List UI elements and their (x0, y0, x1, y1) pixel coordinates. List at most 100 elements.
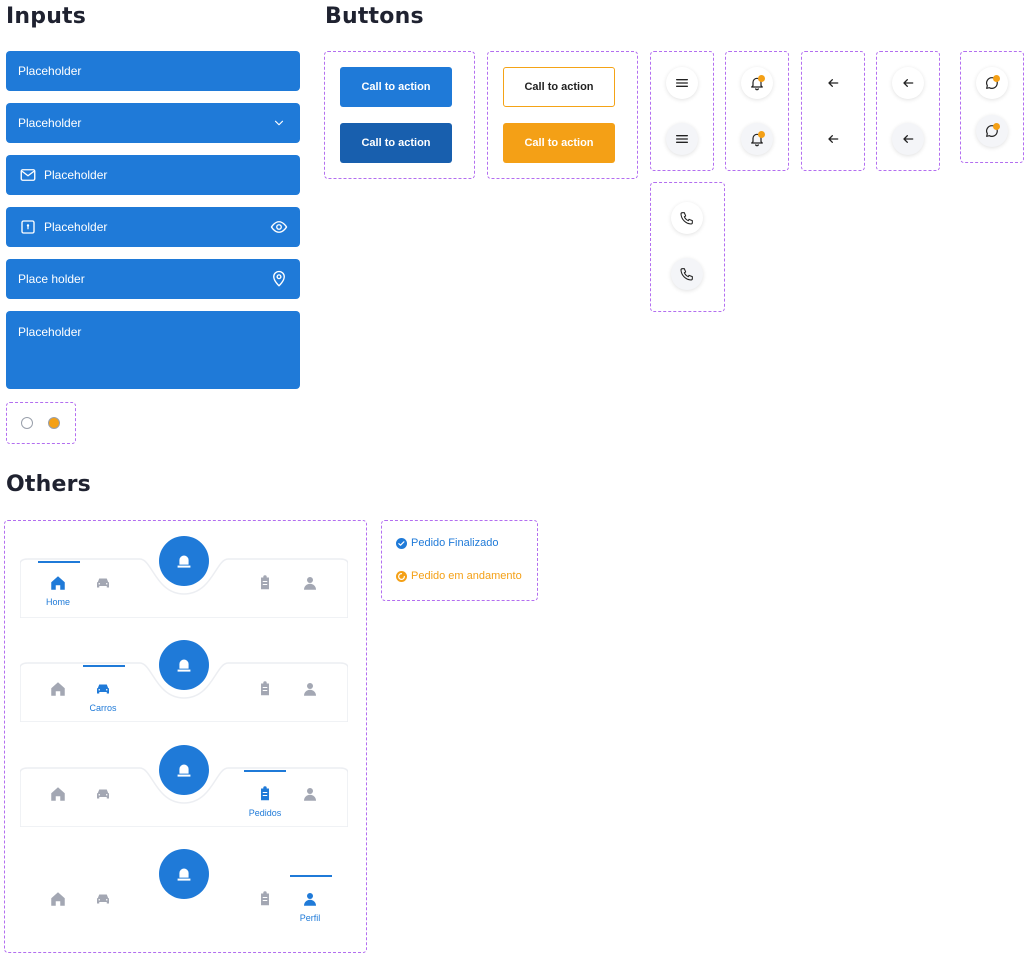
back-flat-frame (801, 51, 865, 171)
phone-buttons-frame (650, 182, 725, 312)
nav-active-indicator (290, 875, 332, 877)
nav-active-indicator (38, 561, 80, 563)
status-done-label: Pedido Finalizado (411, 537, 499, 549)
nav-active-indicator (244, 770, 286, 772)
clipboard-icon (259, 574, 271, 591)
password-input[interactable]: Placeholder (6, 207, 300, 247)
bottom-nav-profile-active: Perfil (20, 870, 348, 932)
secondary-buttons-frame (487, 51, 638, 179)
arrow-left-icon (828, 79, 839, 87)
outline-button[interactable]: Call to action (503, 67, 615, 107)
nav-home-label: Home (45, 597, 70, 607)
back-button-pressed[interactable] (892, 123, 924, 155)
nav-active-indicator (83, 665, 125, 667)
menu-button[interactable] (666, 67, 698, 99)
emergency-fab[interactable] (159, 640, 209, 690)
user-icon (304, 683, 316, 696)
nav-cars[interactable] (81, 785, 125, 803)
nav-profile[interactable] (288, 680, 332, 698)
status-in-progress-label: Pedido em andamento (411, 570, 522, 582)
menu-icon (676, 79, 688, 87)
location-pin-icon (273, 270, 285, 287)
nav-cars[interactable] (81, 890, 125, 908)
car-icon (97, 684, 109, 694)
secondary-button[interactable]: Call to action (503, 123, 615, 163)
clipboard-icon (259, 680, 271, 697)
nav-profile[interactable] (288, 785, 332, 803)
phone-button-pressed[interactable] (671, 258, 703, 290)
back-button-flat-pressed[interactable] (817, 123, 849, 155)
notification-button[interactable] (741, 67, 773, 99)
nav-home[interactable]: Home (36, 574, 80, 607)
back-button[interactable] (892, 67, 924, 99)
lock-icon (21, 220, 35, 234)
chat-badge (993, 75, 1000, 82)
password-placeholder: Placeholder (44, 220, 108, 234)
chat-button[interactable] (976, 67, 1008, 99)
menu-button-pressed[interactable] (666, 123, 698, 155)
email-input[interactable]: Placeholder (6, 155, 300, 195)
nav-profile[interactable]: Perfil (288, 890, 332, 923)
inputs-section-title: Inputs (6, 4, 87, 29)
phone-icon (680, 212, 693, 225)
nav-background (20, 558, 348, 618)
progress-icon (396, 570, 407, 582)
arrow-left-icon (903, 79, 914, 87)
user-icon (304, 893, 316, 906)
primary-button-pressed[interactable]: Call to action (340, 123, 452, 163)
user-icon (304, 788, 316, 801)
emergency-fab[interactable] (159, 536, 209, 586)
nav-cars[interactable] (81, 574, 125, 592)
bottom-nav-cars-active: Carros (20, 660, 348, 722)
check-circle-icon (396, 537, 407, 549)
nav-cars[interactable]: Carros (81, 680, 125, 713)
nav-profile[interactable] (288, 574, 332, 592)
location-input[interactable]: Place holder (6, 259, 300, 299)
bottom-nav-orders-active: Pedidos (20, 765, 348, 827)
nav-home[interactable] (36, 890, 80, 908)
chat-button-pressed[interactable] (976, 115, 1008, 147)
status-frame (381, 520, 538, 601)
back-button-flat[interactable] (817, 67, 849, 99)
nav-home[interactable] (36, 680, 80, 698)
bottom-nav-home-active: Home (20, 556, 348, 618)
select-input[interactable]: Placeholder (6, 103, 300, 143)
nav-orders[interactable]: Pedidos (243, 785, 287, 818)
radio-group-frame (6, 402, 76, 444)
mail-icon (20, 169, 36, 181)
notification-badge (758, 75, 765, 82)
nav-home[interactable] (36, 785, 80, 803)
emergency-fab[interactable] (159, 849, 209, 899)
nav-profile-label: Perfil (299, 913, 321, 923)
text-input[interactable]: Placeholder (6, 51, 300, 91)
emergency-fab[interactable] (159, 745, 209, 795)
nav-background (20, 767, 348, 827)
chevron-down-icon (274, 120, 284, 126)
menu-buttons-frame (650, 51, 714, 171)
notification-badge (758, 131, 765, 138)
primary-buttons-frame (324, 51, 475, 179)
siren-icon (177, 555, 191, 568)
eye-icon[interactable] (270, 218, 288, 236)
car-icon (97, 894, 109, 904)
primary-button[interactable]: Call to action (340, 67, 452, 107)
nav-orders[interactable] (243, 890, 287, 908)
input-placeholder: Placeholder (18, 64, 82, 78)
status-in-progress: Pedido em andamento (396, 570, 522, 582)
navbars-frame (4, 520, 367, 953)
nav-orders[interactable] (243, 680, 287, 698)
textarea-input[interactable]: Placeholder (6, 311, 300, 389)
nav-cars-label: Carros (89, 703, 117, 713)
siren-icon (177, 764, 191, 777)
user-icon (304, 577, 316, 590)
phone-button[interactable] (671, 202, 703, 234)
nav-orders[interactable] (243, 574, 287, 592)
radio-unselected[interactable] (21, 417, 33, 429)
menu-icon (676, 135, 688, 143)
car-icon (97, 789, 109, 799)
notification-button-pressed[interactable] (741, 123, 773, 155)
siren-icon (177, 659, 191, 672)
arrow-left-icon (828, 135, 839, 143)
buttons-section-title: Buttons (325, 4, 424, 29)
radio-selected[interactable] (48, 417, 60, 429)
